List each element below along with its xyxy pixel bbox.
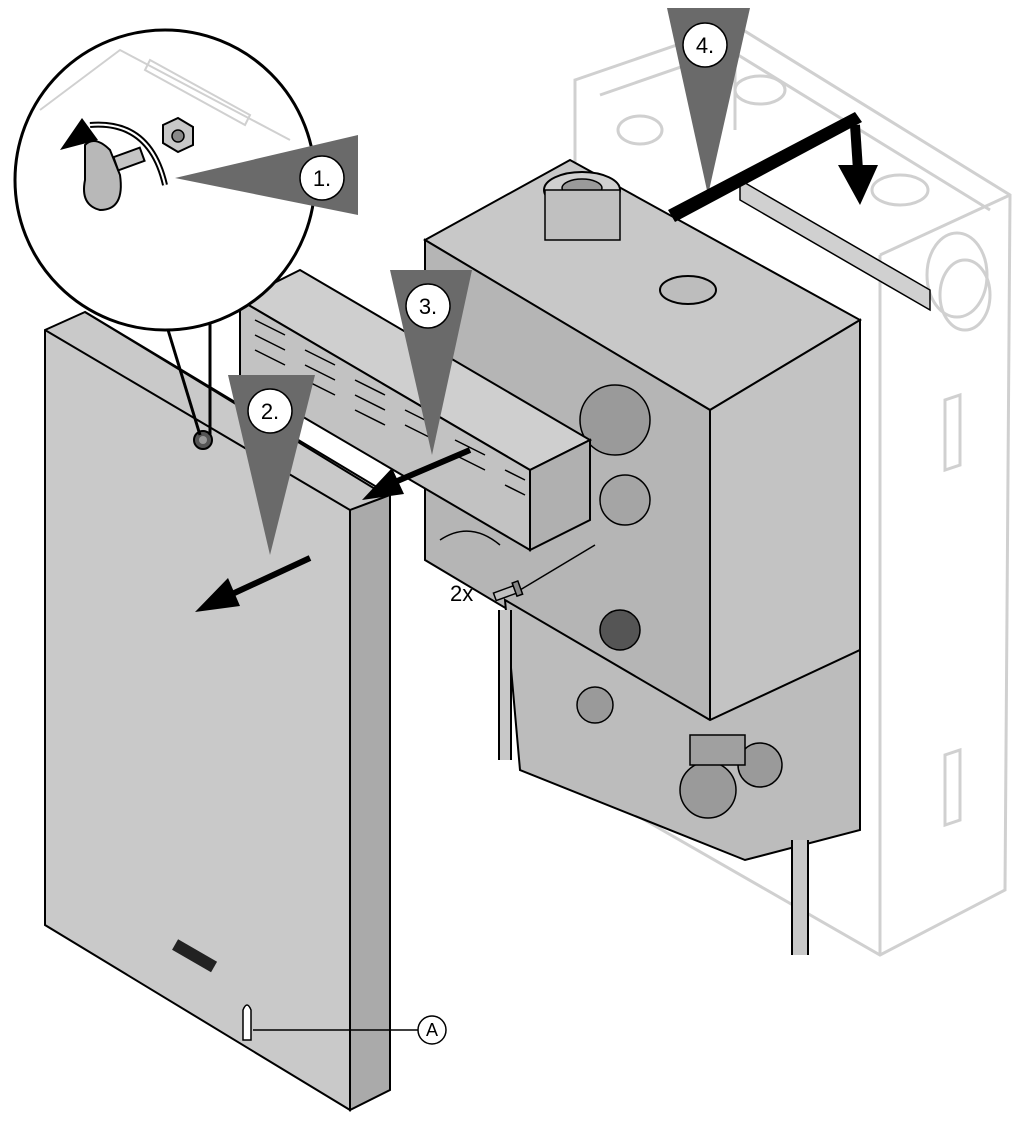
front-panel xyxy=(44,310,391,1112)
boiler-unit xyxy=(422,158,931,955)
step-3-pointer: 3. xyxy=(362,270,472,500)
step-1-pointer: 1. xyxy=(175,135,358,215)
front-panel-side xyxy=(349,493,391,1112)
screw-detail: 2x xyxy=(450,544,596,606)
step-4-label: 4. xyxy=(696,33,714,58)
key-icon xyxy=(83,140,146,212)
step-1-label: 1. xyxy=(313,166,331,191)
down-arrow-icon xyxy=(838,124,878,205)
pull-arrow-icon xyxy=(362,447,472,500)
step-4-pointer: 4. xyxy=(667,8,878,222)
brand-logo xyxy=(172,939,218,973)
push-arrow-icon xyxy=(195,555,312,612)
step-2-pointer: 2. xyxy=(195,375,315,612)
rotate-arrow-icon xyxy=(60,118,168,186)
panel-slot xyxy=(242,1004,252,1041)
guide-bar xyxy=(668,112,862,222)
screw-count-label: 2x xyxy=(450,581,473,606)
callout-a: A xyxy=(253,1015,447,1045)
callout-a-label: A xyxy=(426,1020,438,1040)
mounting-rail xyxy=(739,178,931,312)
screw-icon xyxy=(492,580,524,602)
boiler-lower-module xyxy=(503,598,861,862)
step-2-label: 2. xyxy=(261,399,279,424)
step-3-label: 3. xyxy=(419,294,437,319)
lock-nut-icon xyxy=(162,116,194,154)
